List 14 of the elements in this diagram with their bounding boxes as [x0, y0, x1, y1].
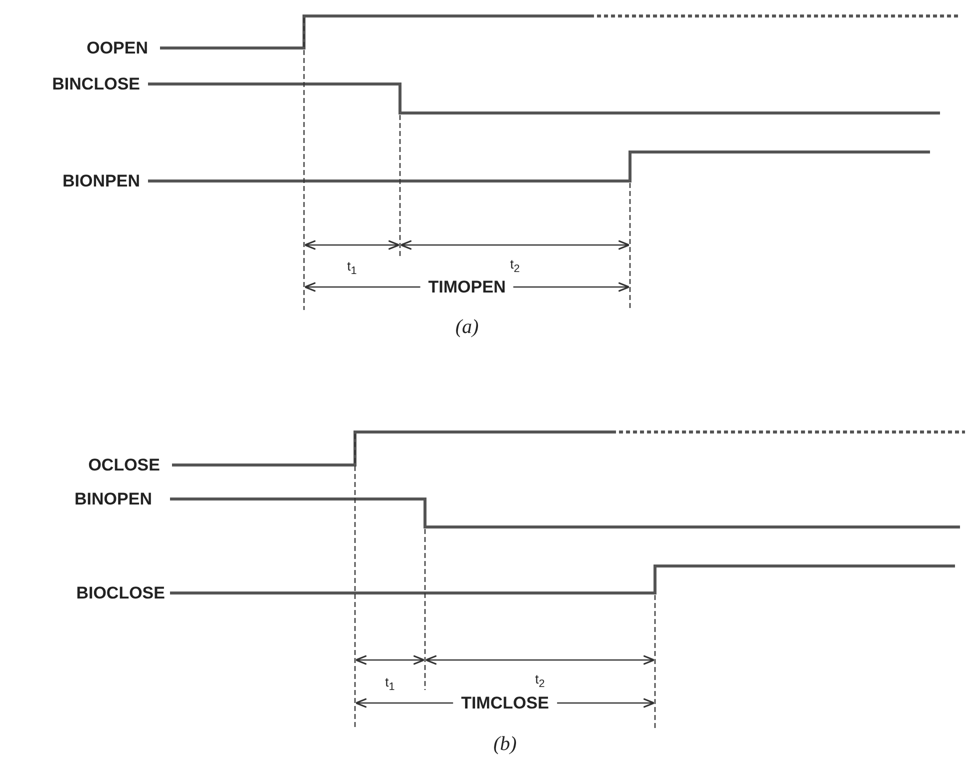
interval-label: t$_{2}$: [535, 672, 545, 690]
interval-label: t$_{1}$: [347, 259, 357, 277]
signal-name: BIONPEN: [62, 172, 140, 190]
duration-label: TIMCLOSE: [453, 694, 557, 712]
interval-label: t$_{1}$: [385, 675, 395, 693]
panel-caption: (a): [455, 317, 479, 337]
interval-label: t$_{2}$: [510, 257, 520, 275]
signal-name: BIOCLOSE: [76, 584, 165, 602]
signal-name: OCLOSE: [88, 456, 160, 474]
duration-label: TIMOPEN: [420, 278, 514, 296]
panel-caption: (b): [493, 734, 517, 754]
signal-name: BINCLOSE: [52, 76, 140, 92]
signal-name: OOPEN: [86, 40, 148, 56]
signal-name: BINOPEN: [74, 490, 152, 508]
